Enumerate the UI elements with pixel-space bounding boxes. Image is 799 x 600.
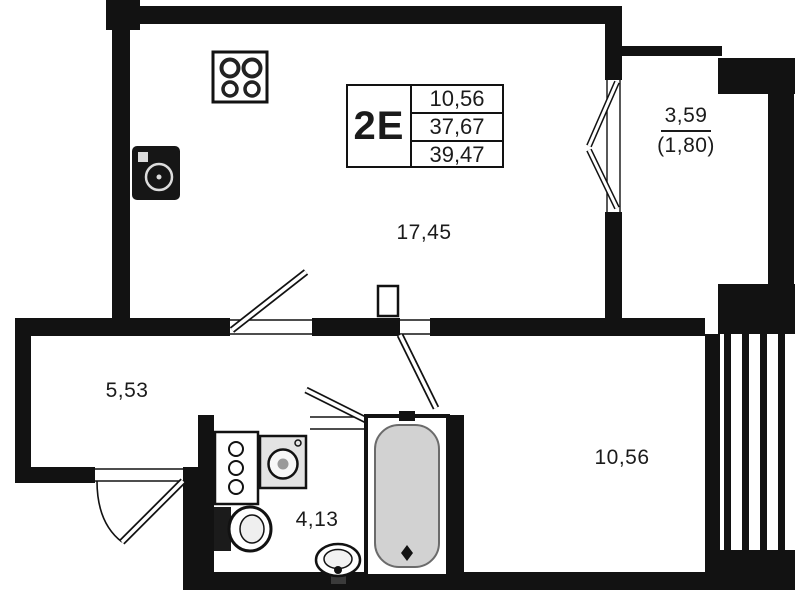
bathroom-cabinet-icon <box>213 430 260 506</box>
wall-left-upper <box>112 6 130 336</box>
title-block-areas: 10,56 37,67 39,47 <box>412 86 502 167</box>
wall-bedroom-top <box>430 318 705 336</box>
area-row-total: 39,47 <box>429 142 485 167</box>
toilet-icon <box>214 505 273 553</box>
wall-bedroom-right <box>705 334 720 590</box>
area-row-living: 10,56 <box>412 86 502 114</box>
walls <box>15 0 795 590</box>
balcony-area-main: 3,59 <box>660 104 712 132</box>
living-kitchen-area-label: 17,45 <box>396 221 452 244</box>
kitchen-sink-icon <box>132 146 180 200</box>
bathroom-door-icon <box>304 386 368 424</box>
wall-bottom <box>183 572 720 590</box>
bedroom-area-label: 10,56 <box>594 446 650 469</box>
duct-box <box>376 284 400 318</box>
bedroom-door-icon <box>396 333 440 410</box>
entry-door-arc <box>96 480 123 543</box>
wall-entry-post <box>183 467 199 572</box>
area-row-reduced: 37,67 <box>412 114 502 142</box>
wall-left-lower <box>15 318 31 483</box>
balcony-area-coefficient: (1,80) <box>657 134 715 157</box>
entry-door-icon <box>96 478 186 545</box>
unit-type-label: 2E <box>348 86 412 166</box>
wall-bathroom-left <box>198 415 214 575</box>
wall-living-right-lower <box>605 212 622 336</box>
wall-balcony-top <box>622 46 722 56</box>
wall-mid-partition <box>312 318 400 336</box>
wall-bar-right <box>768 58 794 288</box>
bathroom-area-label: 4,13 <box>295 508 339 531</box>
stove-icon <box>211 50 269 104</box>
wall-block-bottom-right <box>718 550 795 590</box>
bathtub-icon <box>364 411 450 578</box>
balcony-door-icon <box>586 80 620 210</box>
washing-machine-icon <box>258 434 308 490</box>
title-block: 2E 10,56 37,67 39,47 <box>346 84 504 168</box>
wall-top <box>112 6 622 24</box>
wall-hallway-top <box>15 318 230 336</box>
wall-block-mid-right <box>718 284 795 334</box>
loggia-window-glazing <box>724 334 785 550</box>
wall-hallway-bottom <box>15 467 95 483</box>
living-room-door-icon <box>229 269 309 333</box>
wash-basin-icon <box>314 542 362 584</box>
balcony-area-label: 3,59 (1,80) <box>641 104 731 158</box>
hallway-area-label: 5,53 <box>105 379 149 402</box>
wall-bathroom-right <box>448 415 464 575</box>
wall-living-right-upper <box>605 6 622 80</box>
